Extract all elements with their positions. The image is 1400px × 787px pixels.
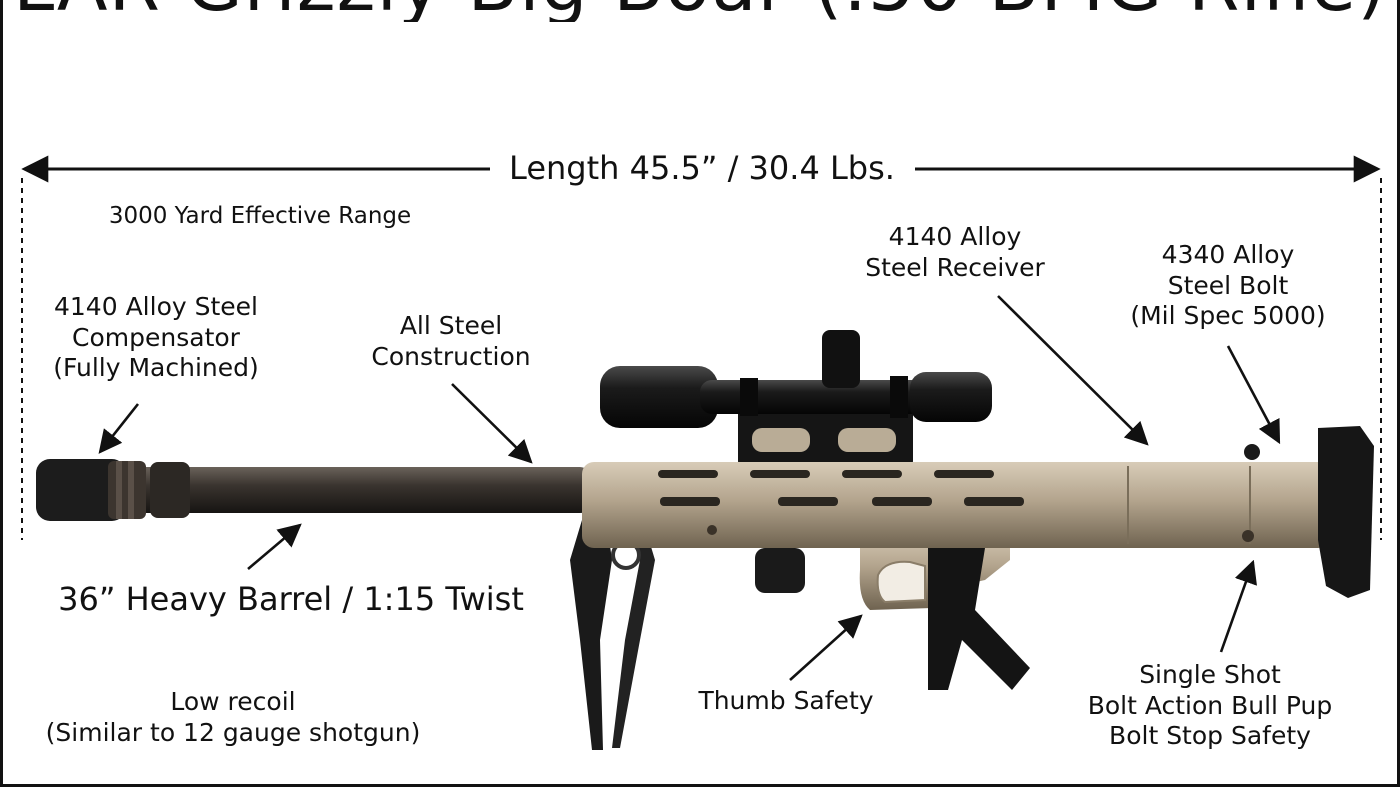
bolt-line-1: 4340 Alloy (1161, 240, 1295, 269)
buttstock-pad (1318, 426, 1374, 598)
scope-mount (738, 405, 913, 467)
length-dimension-line (21, 155, 1382, 540)
page-title: LAR Grizzly Big Boar (.50 BMG Rifle) (0, 0, 1400, 22)
construction-line-1: All Steel (399, 311, 503, 340)
action-line-1: Single Shot (1139, 660, 1281, 689)
recoil-label: Low recoil (Similar to 12 gauge shotgun) (40, 687, 426, 748)
bolt-line-3: (Mil Spec 5000) (1130, 301, 1326, 330)
receiver-line-2: Steel Receiver (865, 252, 1045, 282)
scope (600, 330, 992, 428)
compensator-line-1: 4140 Alloy Steel (54, 292, 258, 321)
construction-label: All Steel Construction (366, 311, 536, 372)
action-line-3: Bolt Stop Safety (1109, 721, 1311, 750)
action-label: Single Shot Bolt Action Bull Pup Bolt St… (1080, 660, 1340, 752)
compensator (36, 459, 190, 521)
compensator-line-3: (Fully Machined) (53, 353, 259, 382)
length-weight-label: Length 45.5” / 30.4 Lbs. (509, 149, 895, 187)
recoil-line-1: Low recoil (170, 687, 296, 716)
bipod (570, 510, 655, 750)
construction-line-2: Construction (371, 341, 531, 371)
receiver-body (582, 444, 1330, 548)
bolt-label: 4340 Alloy Steel Bolt (Mil Spec 5000) (1124, 240, 1332, 332)
bolt-line-2: Steel Bolt (1167, 270, 1289, 300)
recoil-line-2: (Similar to 12 gauge shotgun) (45, 717, 421, 747)
annotation-arrows (98, 295, 1281, 681)
barrel-label: 36” Heavy Barrel / 1:15 Twist (58, 580, 524, 618)
action-line-2: Bolt Action Bull Pup (1087, 690, 1333, 720)
compensator-label: 4140 Alloy Steel Compensator (Fully Mach… (40, 292, 272, 384)
receiver-line-1: 4140 Alloy (888, 222, 1022, 251)
compensator-line-2: Compensator (72, 322, 240, 352)
barrel (110, 467, 590, 513)
thumb-safety-label: Thumb Safety (698, 686, 874, 715)
title-region: LAR Grizzly Big Boar (.50 BMG Rifle) (0, 0, 1400, 22)
receiver-label: 4140 Alloy Steel Receiver (862, 222, 1048, 283)
trigger-guard-and-grip (755, 530, 1030, 690)
effective-range-label: 3000 Yard Effective Range (108, 203, 412, 229)
